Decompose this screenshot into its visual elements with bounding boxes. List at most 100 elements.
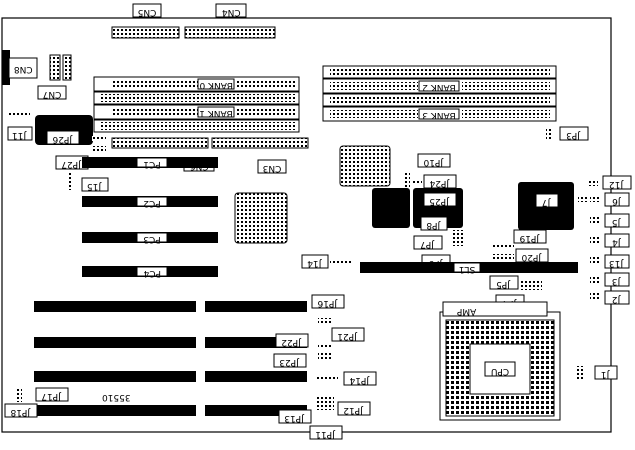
jp3-label: JP3 xyxy=(566,130,581,140)
jp7-label: JP7 xyxy=(420,239,435,249)
jumper-j1: J1 xyxy=(575,365,618,380)
cn4-label: CN4 xyxy=(222,7,241,17)
j4-label: J4 xyxy=(612,237,622,247)
jp21-label: JP21 xyxy=(337,331,358,341)
j7-label: J7 xyxy=(542,197,551,207)
slot-pc3: PC3 xyxy=(82,232,218,244)
jumper-jp24: JP24 xyxy=(412,174,457,189)
socket-brand: AMP xyxy=(456,306,476,316)
connector-cn3: CN3 xyxy=(211,137,309,174)
jumper-jp13: JP13 xyxy=(278,409,312,424)
jumper-j3: J3 xyxy=(590,272,630,287)
cn3-label: CN3 xyxy=(263,163,282,173)
jumper-jp12: JP12 xyxy=(316,396,371,416)
jp17-label: JP17 xyxy=(41,391,62,401)
j1-label: J1 xyxy=(601,369,610,379)
j2-label: J2 xyxy=(612,294,621,304)
jp22-label: JP22 xyxy=(281,337,302,347)
jumper-jp17: JP17 xyxy=(16,387,69,402)
cpu-socket: AMP CPU xyxy=(439,301,561,421)
jumper-j7: J7 xyxy=(535,193,588,208)
j14-label: J14 xyxy=(307,258,322,268)
j13-label: J13 xyxy=(609,258,624,268)
slot-pc1: PC1 xyxy=(82,157,218,169)
connector-cn4: CN4 xyxy=(184,3,276,39)
jumper-jp14: JP14 xyxy=(316,371,377,386)
jumper-jp25: JP25 xyxy=(423,192,457,207)
bank2-label: BANK 2 xyxy=(422,82,456,92)
jp26-label: JP26 xyxy=(52,134,73,144)
jumper-jp26: JP26 xyxy=(46,130,106,145)
jumper-j5: J5 xyxy=(590,213,630,228)
jumper-jp11: JP11 xyxy=(309,425,343,440)
jp23-label: JP23 xyxy=(279,357,300,367)
jumper-jp23: JP23 xyxy=(273,353,307,368)
jp25-label: JP25 xyxy=(429,196,450,206)
jp13-label: JP13 xyxy=(284,413,305,423)
jumper-j14: J14 xyxy=(301,254,352,269)
chip-center-top xyxy=(339,145,391,187)
slot-sl1: SL1 xyxy=(360,262,578,274)
j11-label: J11 xyxy=(12,130,27,140)
jumper-j2: J2 xyxy=(590,290,630,305)
bank1-label: BANK 1 xyxy=(199,108,233,118)
pc2-label: PC2 xyxy=(143,198,160,208)
jumper-jp27: JP27 xyxy=(55,146,106,170)
jumper-j6: J6 xyxy=(590,192,630,207)
jp11-label: JP11 xyxy=(315,429,336,439)
memory-bank-left: BANK 0 BANK 1 xyxy=(93,76,300,133)
jumper-jp19: JP19 xyxy=(492,229,547,248)
jumper-j12: J12 xyxy=(588,175,632,190)
pc4-label: PC4 xyxy=(143,268,161,278)
memory-bank-right: BANK 2 BANK 3 xyxy=(322,65,557,122)
bank0-label: BANK 0 xyxy=(199,80,233,90)
j5-label: J5 xyxy=(612,217,621,227)
cn8-label: CN8 xyxy=(14,64,33,74)
jp5-label: JP5 xyxy=(496,279,511,289)
connector-cn8: CN8 xyxy=(2,50,38,85)
jp20-label: JP20 xyxy=(521,252,542,262)
pc1-label: PC1 xyxy=(143,159,160,169)
jp24-label: JP24 xyxy=(429,178,450,188)
cn7-label: CN7 xyxy=(43,89,62,99)
chip-center-square xyxy=(234,192,288,244)
cpu-label: CPU xyxy=(491,366,509,376)
jumper-jp8: JP8 xyxy=(420,216,464,246)
slot-pc2: PC2 xyxy=(82,196,218,208)
jumper-jp16: JP16 xyxy=(311,294,345,324)
jp10-label: JP10 xyxy=(423,157,444,167)
j15-label: J15 xyxy=(87,181,102,191)
jumper-j4: J4 xyxy=(590,233,630,248)
jp27-label: JP27 xyxy=(61,159,82,169)
jumper-j11: J11 xyxy=(7,112,33,141)
j3-label: J3 xyxy=(612,276,621,286)
cn5-label: CN5 xyxy=(138,7,157,17)
jumper-j13: J13 xyxy=(590,254,630,269)
jumper-j15: J15 xyxy=(67,172,109,192)
sl1-label: SL1 xyxy=(459,264,475,274)
jumper-jp10: JP10 xyxy=(404,153,451,188)
jumper-jp21: JP21 xyxy=(318,327,365,349)
bank3-label: BANK 3 xyxy=(422,110,456,120)
connector-cn5: CN5 xyxy=(111,3,180,39)
j12-label: J12 xyxy=(609,179,624,189)
jumper-jp18: JP18 xyxy=(4,403,38,418)
j6-label: J6 xyxy=(612,196,622,206)
isa-slots xyxy=(34,301,307,416)
jumper-jp7: JP7 xyxy=(413,235,443,250)
jp19-label: JP19 xyxy=(519,233,540,243)
jp16-label: JP16 xyxy=(317,298,338,308)
board-part-number: 35510 xyxy=(102,392,131,402)
jp8-label: JP8 xyxy=(426,220,441,230)
jumper-jp3: JP3 xyxy=(546,126,589,141)
jumper-jp5: JP5 xyxy=(489,275,542,290)
jp14-label: JP14 xyxy=(349,375,370,385)
connector-cn7: CN7 xyxy=(37,54,72,100)
jp18-label: JP18 xyxy=(10,407,31,417)
jumper-jp22: JP22 xyxy=(275,333,332,359)
jp12-label: JP12 xyxy=(343,405,364,415)
jumper-jp20: JP20 xyxy=(492,248,549,263)
slot-pc4: PC4 xyxy=(82,266,218,278)
pc3-label: PC3 xyxy=(143,234,160,244)
